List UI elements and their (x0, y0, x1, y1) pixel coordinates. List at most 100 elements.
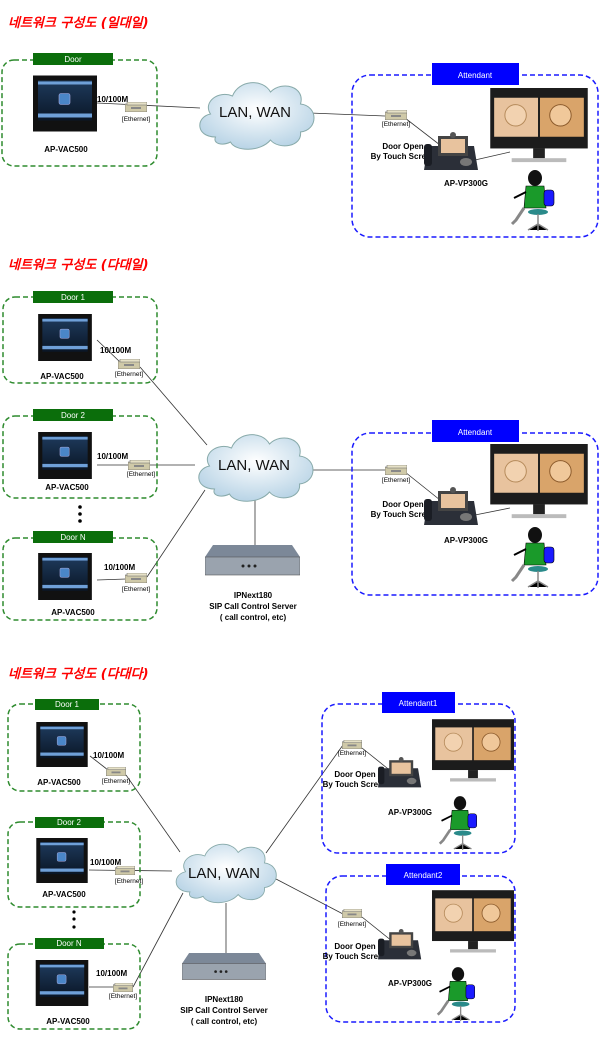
ethernet-label: [Ethernet] (382, 477, 410, 484)
connection-line (96, 102, 201, 109)
door-panel-icon (36, 722, 88, 767)
door-label: Door 1 (61, 293, 86, 302)
attendant-device-label: AP-VP300G (444, 536, 488, 545)
ethernet-hub-icon (113, 983, 133, 992)
door-tag (35, 817, 104, 828)
ellipsis-dot (72, 910, 76, 914)
door-label: Door 1 (55, 700, 80, 709)
attendant-label: Attendant (458, 71, 493, 80)
door-open-label: Door Open (334, 770, 375, 779)
by-touch-screen-label: By Touch Screen (323, 952, 388, 961)
network-cloud-label: LAN, WAN (219, 104, 291, 121)
door-device-label: AP-VAC500 (42, 890, 86, 899)
ellipsis-dot (78, 519, 82, 523)
monitor-icon (432, 889, 514, 953)
attendant-device-label: AP-VP300G (444, 179, 488, 188)
attendant-label: Attendant1 (399, 699, 438, 708)
sip-server: IPNext180 SIP Call Control Server ( call… (205, 545, 300, 622)
connection-line (139, 366, 208, 446)
attendant-group: Attendant2 [Ethernet] Door Open By Touch… (323, 864, 516, 1023)
ethernet-label: [Ethernet] (127, 471, 155, 478)
ethernet-hub-icon (125, 102, 147, 112)
ethernet-label: [Ethernet] (115, 878, 143, 885)
video-phone-icon (378, 757, 422, 788)
door-tag (33, 53, 113, 65)
attendant-label: Attendant2 (404, 871, 443, 880)
door-label: Door (64, 55, 82, 64)
connection-line (96, 339, 121, 363)
door-device-label: AP-VAC500 (46, 1017, 90, 1026)
by-touch-screen-label: By Touch Screen (323, 780, 388, 789)
ethernet-hub-icon (385, 110, 407, 120)
attendant-group: Attendant [Ethernet] Door Open By Touch … (351, 63, 599, 238)
connection-line (361, 916, 393, 942)
monitor-icon (490, 444, 588, 519)
ethernet-hub-icon (115, 866, 135, 875)
attendant-group: Attendant1 [Ethernet] Door Open By Touch… (321, 692, 516, 854)
door-tag (35, 938, 104, 949)
door-label: Door N (56, 939, 82, 948)
door-group: Door 2 AP-VAC500 10/100M [Ethernet] (2, 409, 158, 499)
connection-line (361, 747, 393, 773)
door-panel-icon (37, 314, 93, 361)
server-icon (182, 953, 266, 980)
speed-label: 10/100M (97, 95, 128, 104)
attendant-person-icon (510, 168, 556, 233)
monitor-icon (490, 88, 588, 163)
ellipsis-dot (72, 917, 76, 921)
ethernet-hub-icon (385, 465, 407, 475)
connection-line (132, 892, 184, 988)
video-phone-icon (424, 132, 478, 170)
ethernet-hub-icon (128, 460, 150, 470)
section-many-to-one: 네트워크 구성도 (다대일) Door 1 AP-VAC500 10/100M … (2, 257, 599, 622)
attendant-person-icon (438, 794, 479, 852)
attendant-tag (432, 63, 519, 85)
by-touch-screen-label: By Touch Screen (371, 152, 436, 161)
video-phone-icon (424, 487, 478, 525)
ellipsis-dot (78, 505, 82, 509)
connection-line (125, 774, 181, 853)
ethernet-hub-icon (342, 740, 362, 749)
door-tag (33, 531, 113, 543)
door-group: Door N AP-VAC500 10/100M [Ethernet] (2, 531, 158, 621)
speed-label: 10/100M (93, 751, 124, 760)
door-panel-icon (36, 838, 88, 883)
server-role: SIP Call Control Server (180, 1006, 267, 1015)
ethernet-label: [Ethernet] (115, 371, 143, 378)
speed-label: 10/100M (100, 346, 131, 355)
sip-server: IPNext180 SIP Call Control Server ( call… (180, 953, 268, 1026)
door-group: Door 1 AP-VAC500 10/100M [Ethernet] (2, 291, 158, 384)
door-group: Door 1 AP-VAC500 10/100M [Ethernet] (7, 699, 141, 792)
door-device-label: AP-VAC500 (40, 372, 84, 381)
network-cloud-label: LAN, WAN (218, 457, 290, 474)
monitor-icon (432, 718, 514, 782)
server-note: ( call control, etc) (191, 1017, 258, 1026)
section-title: 네트워크 구성도 (일대일) (8, 15, 149, 31)
connection-line (474, 507, 511, 516)
door-tag (33, 409, 113, 421)
speed-label: 10/100M (90, 858, 121, 867)
connection-line (89, 755, 109, 771)
door-open-label: Door Open (382, 500, 423, 509)
video-phone-icon (378, 929, 422, 960)
attendant-device-label: AP-VP300G (388, 808, 432, 817)
door-device-label: AP-VAC500 (44, 145, 88, 154)
server-name: IPNext180 (234, 591, 273, 600)
connection-line (275, 878, 344, 915)
attendant-tag (382, 692, 455, 713)
ethernet-label: [Ethernet] (382, 121, 410, 128)
section-title: 네트워크 구성도 (다대다) (8, 666, 149, 682)
speed-label: 10/100M (104, 563, 135, 572)
door-label: Door 2 (61, 411, 86, 420)
door-group: Door N AP-VAC500 10/100M [Ethernet] (7, 938, 141, 1030)
ellipsis-dot (72, 925, 76, 929)
door-group: Door 2 AP-VAC500 10/100M [Ethernet] (7, 817, 143, 908)
ethernet-hub-icon (118, 359, 140, 369)
door-open-label: Door Open (382, 142, 423, 151)
network-cloud-label: LAN, WAN (188, 865, 260, 882)
speed-label: 10/100M (96, 969, 127, 978)
section-many-to-many: 네트워크 구성도 (다대다) Door 1 AP-VAC500 10/100M … (7, 666, 516, 1030)
ethernet-label: [Ethernet] (338, 921, 366, 928)
attendant-group: Attendant [Ethernet] Door Open By Touch … (351, 420, 599, 596)
door-panel-icon (33, 75, 97, 132)
